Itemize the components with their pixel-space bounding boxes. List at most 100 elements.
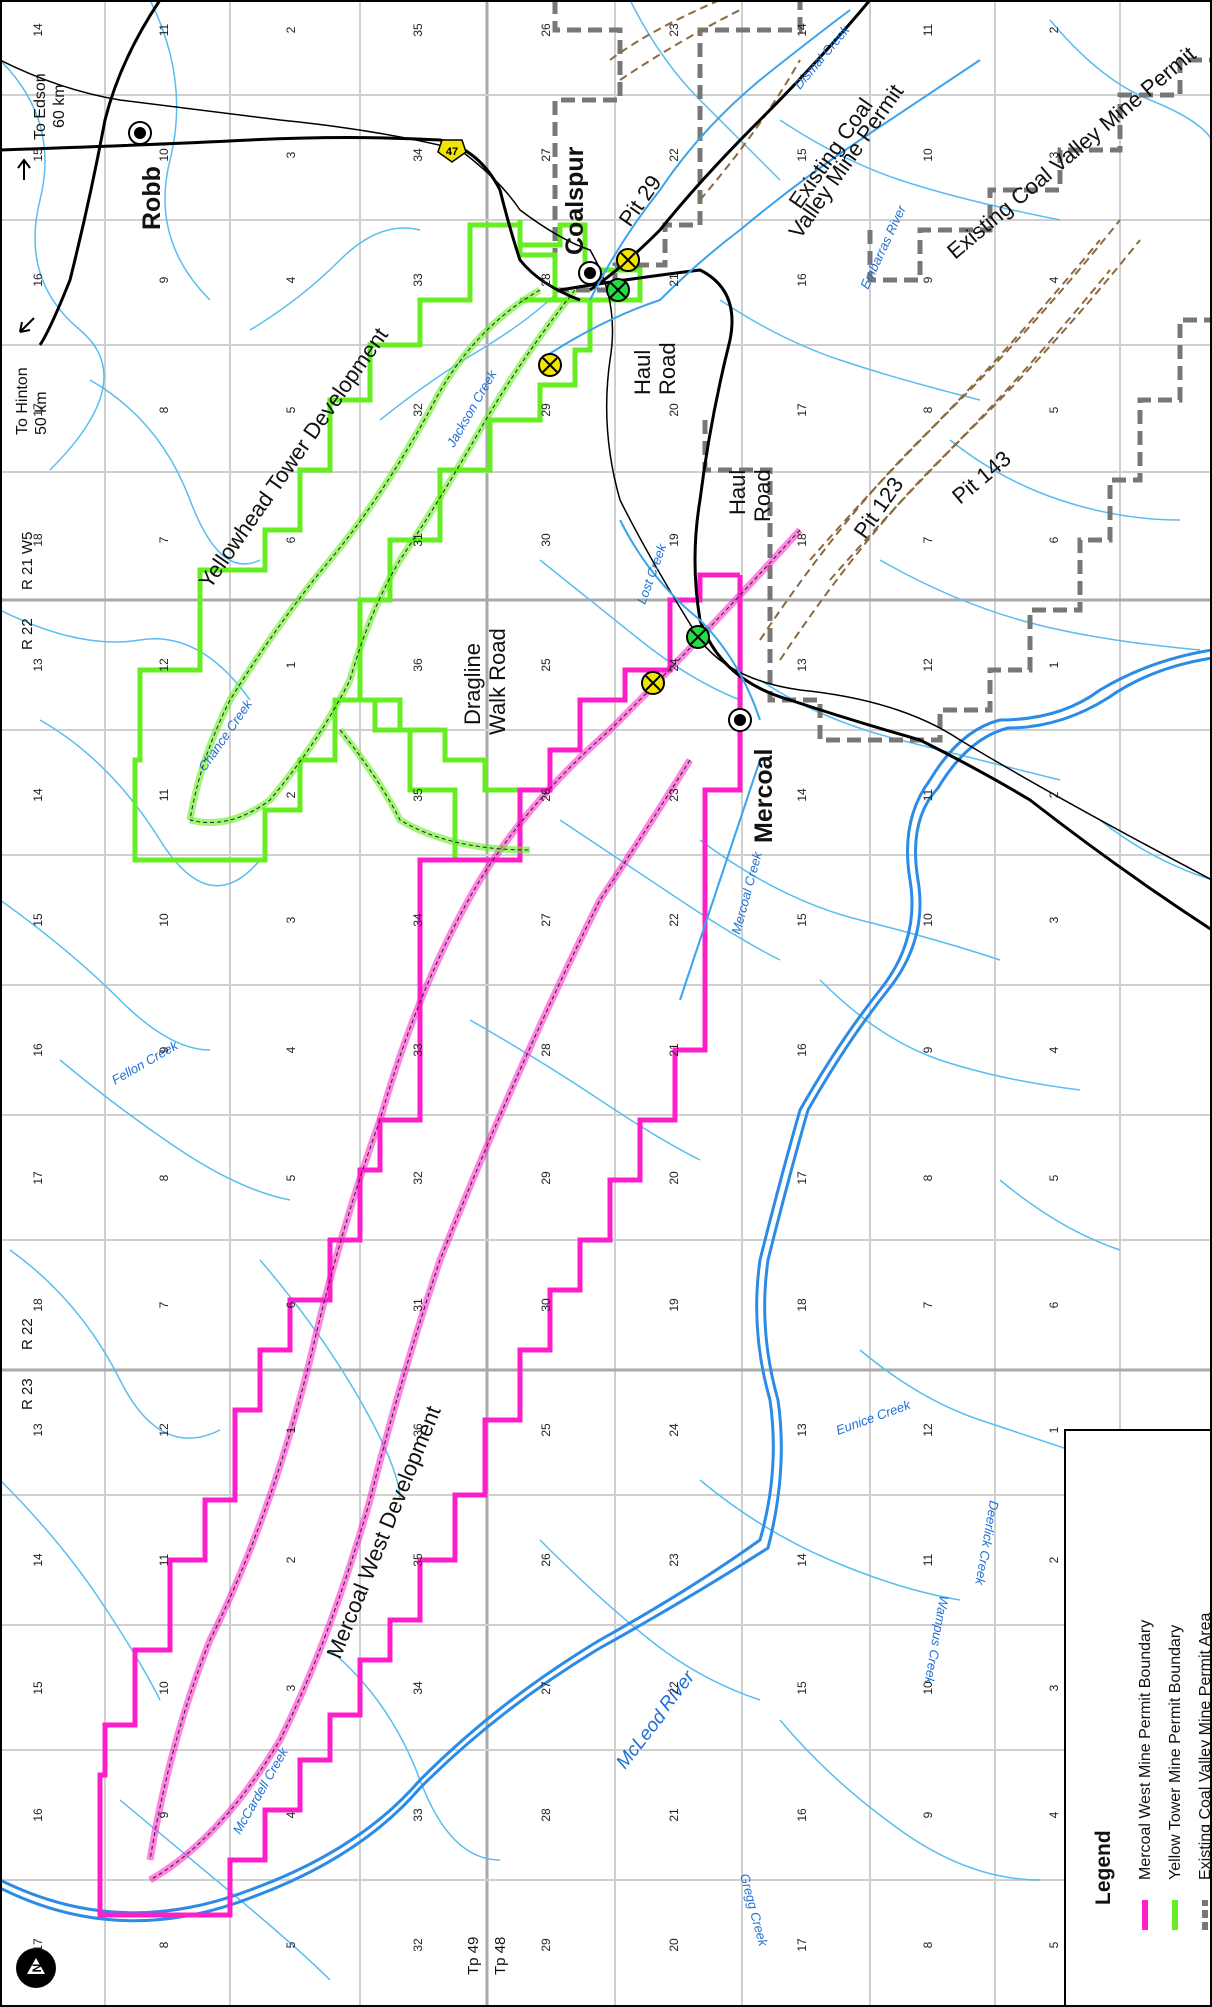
section-number: 32 <box>411 1171 425 1185</box>
section-number: 14 <box>795 23 809 37</box>
section-number: 16 <box>795 273 809 287</box>
svg-text:N: N <box>30 1964 44 1973</box>
section-number: 22 <box>667 148 681 162</box>
town-label-mercoal: Mercoal <box>750 749 778 843</box>
section-number: 15 <box>31 913 45 927</box>
legend-title: Legend <box>1092 1830 1115 1905</box>
crossing-green-marker-2 <box>686 625 710 649</box>
section-number: 25 <box>539 658 553 672</box>
section-number: 17 <box>795 1171 809 1185</box>
section-number: 29 <box>539 403 553 417</box>
section-number: 9 <box>157 1046 171 1053</box>
named-creeks <box>539 9 981 1001</box>
section-number: 9 <box>157 1811 171 1818</box>
section-number: 9 <box>921 276 935 283</box>
legend-label-mercoal: Mercoal West Mine Permit Boundary <box>1137 1620 1154 1880</box>
section-number: 1 <box>284 661 298 668</box>
section-number: 10 <box>921 148 935 162</box>
section-number: 16 <box>31 1043 45 1057</box>
section-number: 22 <box>667 913 681 927</box>
section-number: 26 <box>539 1553 553 1567</box>
range-r22-top-label: R 22 <box>19 618 36 650</box>
section-number: 11 <box>921 23 935 36</box>
section-number: 14 <box>31 788 45 802</box>
section-number: 23 <box>667 23 681 37</box>
section-number: 33 <box>411 1043 425 1057</box>
section-number: 8 <box>157 406 171 413</box>
section-number: 6 <box>284 1301 298 1308</box>
section-number: 28 <box>539 273 553 287</box>
crossing-yellow-marker-1 <box>616 248 640 272</box>
section-number: 20 <box>667 1171 681 1185</box>
north-arrow: N <box>16 1948 56 1988</box>
section-number: 1 <box>1047 661 1061 668</box>
yellowhead-pits <box>186 286 578 854</box>
section-number: 35 <box>411 23 425 37</box>
section-number: 14 <box>795 788 809 802</box>
section-number: 33 <box>411 1808 425 1822</box>
section-number: 11 <box>157 788 171 801</box>
section-number: 9 <box>921 1811 935 1818</box>
section-number: 6 <box>1047 536 1061 543</box>
section-number: 20 <box>667 403 681 417</box>
section-number: 22 <box>667 1681 681 1695</box>
section-number: 36 <box>411 1423 425 1437</box>
section-number: 29 <box>539 1938 553 1952</box>
section-number: 3 <box>1047 916 1061 923</box>
haul-road-label-2a: Haul <box>725 470 750 515</box>
legend-box <box>1064 1429 1212 2007</box>
section-number: 14 <box>31 23 45 37</box>
section-number: 17 <box>31 1171 45 1185</box>
section-number: 2 <box>1047 26 1061 33</box>
section-number: 15 <box>795 1681 809 1695</box>
section-number: 30 <box>539 533 553 547</box>
dragline-label-b: Walk Road <box>485 628 510 735</box>
section-number: 27 <box>539 913 553 927</box>
section-number: 8 <box>921 406 935 413</box>
section-number: 4 <box>1047 1046 1061 1053</box>
section-number: 26 <box>539 788 553 802</box>
section-number: 18 <box>795 533 809 547</box>
section-number: 9 <box>157 276 171 283</box>
section-number: 24 <box>667 1423 681 1437</box>
section-number: 10 <box>921 913 935 927</box>
section-number: 5 <box>1047 1941 1061 1948</box>
section-number: 18 <box>31 533 45 547</box>
section-number: 6 <box>1047 1301 1061 1308</box>
section-number: 11 <box>921 788 935 801</box>
section-number: 10 <box>157 1681 171 1695</box>
haul-road-label-1b: Road <box>655 342 680 395</box>
section-number: 3 <box>284 1684 298 1691</box>
section-number: 28 <box>539 1808 553 1822</box>
section-number: 2 <box>1047 791 1061 798</box>
section-number: 34 <box>411 1681 425 1695</box>
section-number: 16 <box>795 1808 809 1822</box>
section-number: 8 <box>157 1941 171 1948</box>
yellowhead-permit-boundary <box>132 220 643 863</box>
section-number: 12 <box>921 658 935 672</box>
section-number: 7 <box>157 536 171 543</box>
town-marker-robb <box>128 121 152 145</box>
dragline-label-a: Dragline <box>460 643 485 725</box>
section-number: 12 <box>157 1423 171 1437</box>
existing-pits <box>609 0 1141 661</box>
section-number: 10 <box>157 148 171 162</box>
section-number: 31 <box>411 1298 425 1312</box>
town-label-coalspur: Coalspur <box>561 146 589 255</box>
section-number: 6 <box>284 536 298 543</box>
mercoal-west-permit-boundary <box>97 572 743 1918</box>
section-number: 34 <box>411 148 425 162</box>
highway-shield: 47 <box>437 139 467 163</box>
section-number: 7 <box>157 1301 171 1308</box>
section-number: 13 <box>31 1423 45 1437</box>
range-r22-bottom-label: R 22 <box>19 1318 36 1350</box>
town-label-robb: Robb <box>138 166 166 230</box>
section-number: 3 <box>1047 1684 1061 1691</box>
crossing-yellow-marker-2 <box>538 353 562 377</box>
section-number: 7 <box>921 536 935 543</box>
section-number: 24 <box>667 658 681 672</box>
legend: Legend Mercoal West Mine Permit Boundary… <box>1064 1429 1212 2007</box>
